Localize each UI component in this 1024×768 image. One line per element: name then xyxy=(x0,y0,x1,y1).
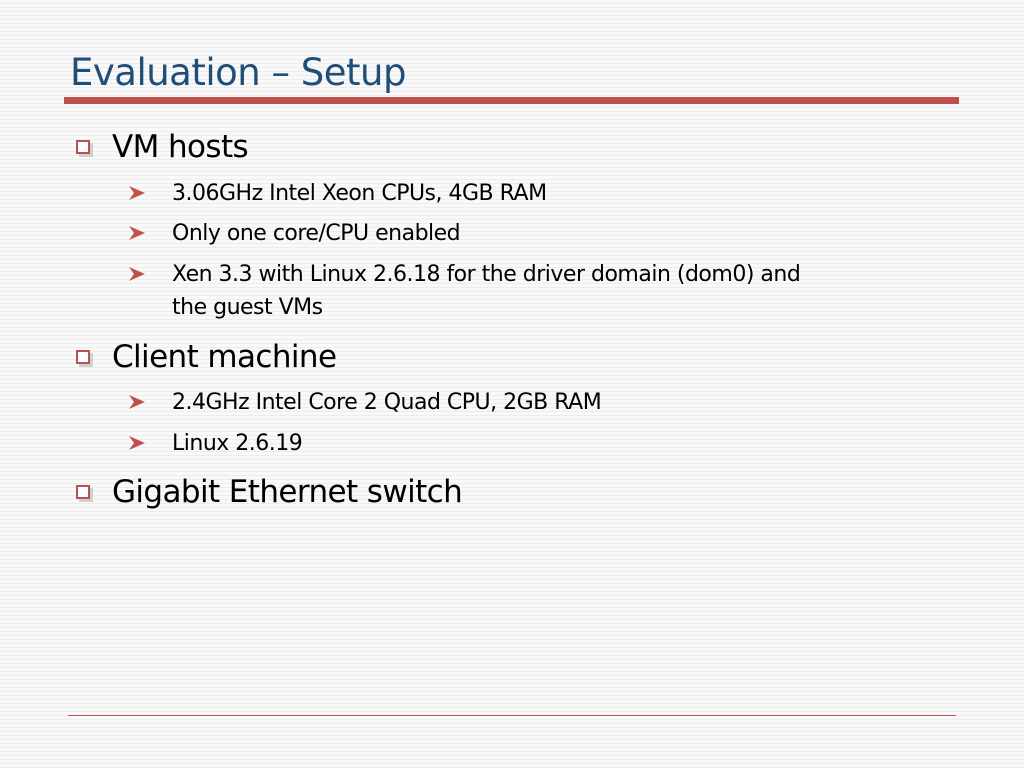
sub-bullet-line: Only one core/CPU enabled xyxy=(172,221,461,246)
sub-bullet-cpu: 3.06GHz Intel Xeon CPUs, 4GB RAM xyxy=(126,177,547,210)
arrow-right-icon xyxy=(129,436,145,450)
arrow-right-icon xyxy=(129,186,145,200)
sub-bullet-core: Only one core/CPU enabled xyxy=(126,217,461,250)
sub-bullet-xen: Xen 3.3 with Linux 2.6.18 for the driver… xyxy=(126,258,801,324)
bullet-gigabit-switch: Gigabit Ethernet switch xyxy=(72,472,463,512)
arrow-right-icon xyxy=(129,267,145,281)
sub-bullet-text: Xen 3.3 with Linux 2.6.18 for the driver… xyxy=(172,258,801,324)
sub-bullet-line: 2.4GHz Intel Core 2 Quad CPU, 2GB RAM xyxy=(172,390,602,415)
bullet-client-machine: Client machine xyxy=(72,337,337,377)
arrow-right-icon xyxy=(129,226,145,240)
sub-bullet-client-cpu: 2.4GHz Intel Core 2 Quad CPU, 2GB RAM xyxy=(126,386,602,419)
footer-rule xyxy=(68,715,956,716)
arrow-right-icon xyxy=(129,395,145,409)
bullet-text: Client machine xyxy=(112,339,337,375)
slide-title: Evaluation – Setup xyxy=(70,51,406,94)
checkbox-square-icon xyxy=(76,140,90,154)
sub-bullet-line: Linux 2.6.19 xyxy=(172,431,303,456)
sub-bullet-text: Only one core/CPU enabled xyxy=(172,217,461,250)
title-underline xyxy=(64,97,959,104)
bullet-vm-hosts: VM hosts xyxy=(72,127,249,167)
sub-bullet-text: 3.06GHz Intel Xeon CPUs, 4GB RAM xyxy=(172,177,547,210)
sub-bullet-text: 2.4GHz Intel Core 2 Quad CPU, 2GB RAM xyxy=(172,386,602,419)
sub-bullet-client-linux: Linux 2.6.19 xyxy=(126,427,303,460)
checkbox-square-icon xyxy=(76,350,90,364)
sub-bullet-line: the guest VMs xyxy=(172,295,323,320)
sub-bullet-line: 3.06GHz Intel Xeon CPUs, 4GB RAM xyxy=(172,181,547,206)
checkbox-square-icon xyxy=(76,485,90,499)
sub-bullet-line: Xen 3.3 with Linux 2.6.18 for the driver… xyxy=(172,262,801,287)
bullet-text: Gigabit Ethernet switch xyxy=(112,474,463,510)
bullet-text: VM hosts xyxy=(112,129,249,165)
sub-bullet-text: Linux 2.6.19 xyxy=(172,427,303,460)
